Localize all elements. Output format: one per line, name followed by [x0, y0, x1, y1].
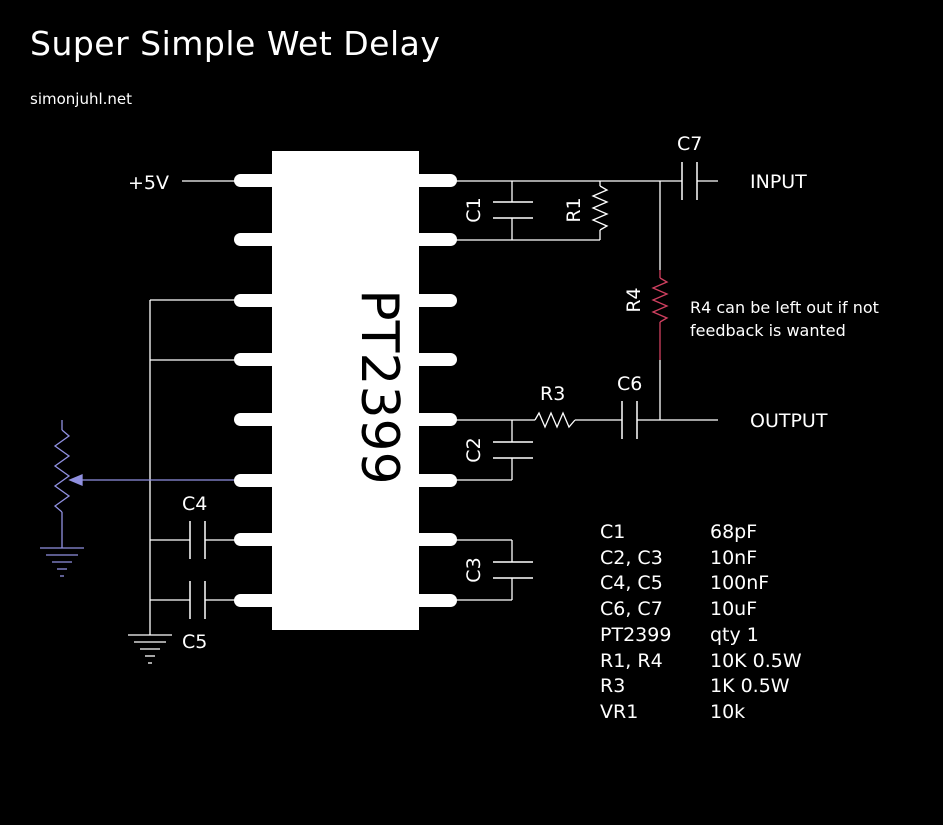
capacitors — [189, 162, 698, 619]
ground-symbol — [128, 634, 172, 664]
bom-ref: VR1 — [600, 700, 639, 723]
resistor-r4 — [651, 270, 669, 360]
c3-label: C3 — [463, 557, 485, 582]
bom-ref: C2, C3 — [600, 546, 663, 569]
vcc-label: +5V — [128, 172, 169, 194]
resistor-r3 — [534, 411, 576, 429]
ic-body — [272, 151, 419, 630]
bom-ref: C1 — [600, 521, 626, 543]
resistor-r1 — [591, 185, 609, 231]
bill-of-materials: C1 68pF C2, C3 10nF C4, C5 100nF C6, C7 10uF… — [600, 520, 802, 726]
bom-row: R1, R4 10K 0.5W — [600, 649, 802, 675]
bom-row: C4, C5 100nF — [600, 571, 802, 597]
bom-value: 10uF — [710, 598, 758, 621]
ic-pins — [234, 174, 457, 607]
bom-row: C2, C3 10nF — [600, 546, 802, 572]
diagram-subtitle: simonjuhl.net — [30, 90, 133, 108]
capacitor-c3 — [493, 561, 533, 579]
c6-label: C6 — [617, 373, 642, 395]
input-label: INPUT — [750, 171, 807, 193]
capacitor-c7 — [681, 162, 698, 200]
note-line-1: R4 can be left out if not — [690, 298, 879, 317]
r3-label: R3 — [540, 383, 565, 405]
capacitor-c1 — [493, 201, 533, 219]
c2-label: C2 — [463, 437, 485, 462]
bom-value: 1K 0.5W — [710, 675, 790, 698]
bom-value: 100nF — [710, 572, 770, 595]
diagram-title: Super Simple Wet Delay — [30, 24, 441, 63]
bom-value: 10k — [710, 700, 746, 723]
bom-ref: PT2399 — [600, 623, 672, 646]
r4-label: R4 — [623, 287, 645, 312]
c1-label: C1 — [463, 197, 485, 222]
r1-label: R1 — [563, 197, 585, 222]
c4-label: C4 — [182, 493, 207, 515]
bom-value: 10nF — [710, 546, 758, 569]
bom-ref: R1, R4 — [600, 649, 663, 672]
potentiometer-vr1 — [40, 420, 240, 577]
bom-ref: C4, C5 — [600, 572, 663, 595]
bom-ref: C6, C7 — [600, 598, 663, 621]
bom-value: 68pF — [710, 521, 758, 543]
c5-label: C5 — [182, 631, 207, 653]
bom-ref: R3 — [600, 675, 626, 698]
bom-value: qty 1 — [710, 623, 759, 646]
bom-row: VR1 10k — [600, 700, 802, 726]
capacitor-c4 — [189, 521, 206, 559]
c7-label: C7 — [677, 133, 702, 155]
output-label: OUTPUT — [750, 410, 828, 432]
bom-row: C6, C7 10uF — [600, 597, 802, 623]
bom-row: C1 68pF — [600, 520, 802, 546]
capacitor-c6 — [621, 401, 638, 439]
note-line-2: feedback is wanted — [690, 321, 846, 340]
bom-row: PT2399 qty 1 — [600, 623, 802, 649]
bom-row: R3 1K 0.5W — [600, 674, 802, 700]
bom-value: 10K 0.5W — [710, 649, 802, 672]
capacitor-c5 — [189, 581, 206, 619]
capacitor-c2 — [493, 441, 533, 459]
ic-label: PT2399 — [349, 289, 409, 484]
